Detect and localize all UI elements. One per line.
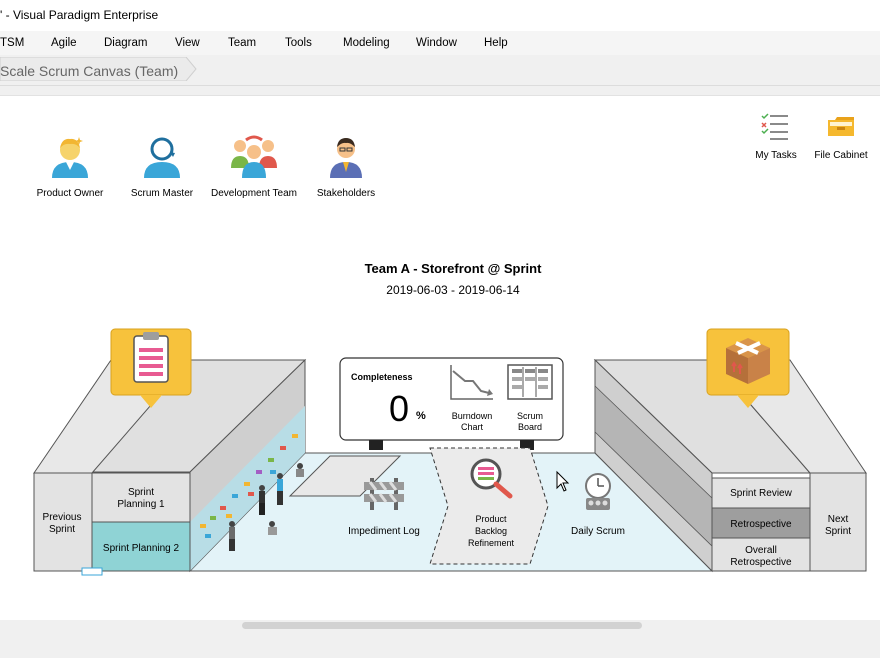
breadcrumb-label: Scale Scrum Canvas (Team) <box>0 63 179 79</box>
sprint-dates: 2019-06-03 - 2019-06-14 <box>386 283 520 297</box>
menu-item-tsm[interactable]: TSM <box>0 37 25 49</box>
overall-retro-label-2: Retrospective <box>730 557 792 568</box>
role-development-team[interactable]: Development Team <box>206 132 302 202</box>
sprint-review-label: Sprint Review <box>730 488 792 499</box>
role-scrum-master[interactable]: Scrum Master <box>114 132 210 202</box>
daily-scrum-clock-icon <box>585 473 611 510</box>
scrum-board-label-2: Board <box>518 422 542 432</box>
role-stakeholders[interactable]: Stakeholders <box>298 132 394 202</box>
mouse-cursor-icon <box>556 470 570 492</box>
menu-bar: TSM Agile Diagram View Team Tools Modeli… <box>0 31 880 55</box>
scrollbar-thumb[interactable] <box>242 622 642 629</box>
stakeholders-icon <box>330 138 362 178</box>
scrum-board-scene: Previous Sprint Sprint Planning 1 Sprint… <box>33 328 867 576</box>
sprint-planning-1-button[interactable] <box>91 472 191 523</box>
scrum-board-button[interactable]: Scrum Board <box>507 364 553 432</box>
previous-sprint-label-2: Sprint <box>49 524 75 535</box>
impediment-log-button[interactable]: Impediment Log <box>348 478 420 537</box>
next-sprint-label: Next <box>828 514 849 525</box>
menu-item-view[interactable]: View <box>175 37 200 49</box>
role-label: Product Owner <box>36 188 104 199</box>
impediment-platform-top <box>288 455 402 497</box>
scrum-board-icon <box>507 364 553 400</box>
role-label: Stakeholders <box>316 188 376 199</box>
impediment-log-label: Impediment Log <box>348 526 420 537</box>
tool-label: My Tasks <box>755 150 797 161</box>
horizontal-scrollbar[interactable] <box>0 620 880 658</box>
retrospective-label: Retrospective <box>730 519 792 530</box>
burndown-chart-icon <box>450 365 493 400</box>
role-product-owner[interactable]: Product Owner <box>22 132 118 202</box>
title-bar: ' - Visual Paradigm Enterprise <box>0 0 880 31</box>
window-title: ' - Visual Paradigm Enterprise <box>0 8 159 22</box>
burndown-label: Burndown <box>452 411 493 421</box>
sprint-review-button[interactable] <box>711 477 811 509</box>
scrum-board-label: Scrum <box>517 411 543 421</box>
product-owner-icon <box>52 137 88 178</box>
completeness-label: Completeness <box>351 372 413 382</box>
magnifier-backlog-icon <box>470 458 513 499</box>
tasks-list-icon <box>761 113 788 140</box>
product-increment-callout[interactable] <box>706 328 790 408</box>
next-sprint-button[interactable] <box>809 472 867 572</box>
role-label: Development Team <box>211 188 297 199</box>
burndown-label-2: Chart <box>461 422 484 432</box>
left-block-side-highlight <box>190 406 305 571</box>
sprint-planning-1-label-2: Planning 1 <box>117 499 165 510</box>
breadcrumb-bar: Scale Scrum Canvas (Team) <box>0 55 880 86</box>
completeness-value: 0 <box>389 388 409 429</box>
canvas-area: Product Owner Scrum Master Development T… <box>0 95 880 621</box>
file-cabinet-icon <box>828 117 854 136</box>
previous-sprint-label: Previous <box>43 512 82 523</box>
menu-item-team[interactable]: Team <box>228 37 257 49</box>
my-tasks-button[interactable]: My Tasks <box>741 110 811 162</box>
sprint-planning-1-label: Sprint <box>128 487 154 498</box>
sprint-title: Team A - Storefront @ Sprint <box>364 261 542 276</box>
overall-retro-label: Overall <box>745 545 777 556</box>
tool-label: File Cabinet <box>814 150 868 161</box>
product-backlog-refinement-button[interactable]: Product Backlog Refinement <box>429 447 549 565</box>
completeness-unit: % <box>416 410 426 422</box>
scrum-master-icon <box>144 137 180 178</box>
daily-scrum-button[interactable]: Daily Scrum <box>571 473 625 537</box>
breadcrumb-arrow-shape <box>0 57 197 81</box>
menu-item-modeling[interactable]: Modeling <box>343 37 390 49</box>
pbr-label-3: Refinement <box>468 538 515 548</box>
menu-item-help[interactable]: Help <box>484 37 508 49</box>
menu-item-tools[interactable]: Tools <box>285 37 312 49</box>
sprint-planning-2-label: Sprint Planning 2 <box>103 543 180 554</box>
retrospective-button[interactable] <box>711 507 811 539</box>
menu-item-window[interactable]: Window <box>416 37 457 49</box>
burndown-chart-button[interactable]: Burndown Chart <box>450 365 493 432</box>
role-label: Scrum Master <box>130 188 194 199</box>
file-cabinet-button[interactable]: File Cabinet <box>806 110 876 162</box>
sticky-notes <box>200 434 298 538</box>
sprint-planning-2-button[interactable] <box>91 521 191 572</box>
breadcrumb[interactable]: Scale Scrum Canvas (Team) <box>0 57 197 81</box>
sprint-backlog-callout[interactable] <box>110 328 192 408</box>
package-box-icon <box>726 338 770 384</box>
menu-item-agile[interactable]: Agile <box>51 37 77 49</box>
pbr-label-2: Backlog <box>475 526 507 536</box>
pbr-label: Product <box>475 514 507 524</box>
menu-item-diagram[interactable]: Diagram <box>104 37 148 49</box>
resize-handle[interactable] <box>81 567 103 576</box>
development-team-icon <box>231 135 277 178</box>
next-sprint-label-2: Sprint <box>825 526 851 537</box>
daily-scrum-label: Daily Scrum <box>571 526 625 537</box>
road-barrier-icon <box>364 478 404 510</box>
